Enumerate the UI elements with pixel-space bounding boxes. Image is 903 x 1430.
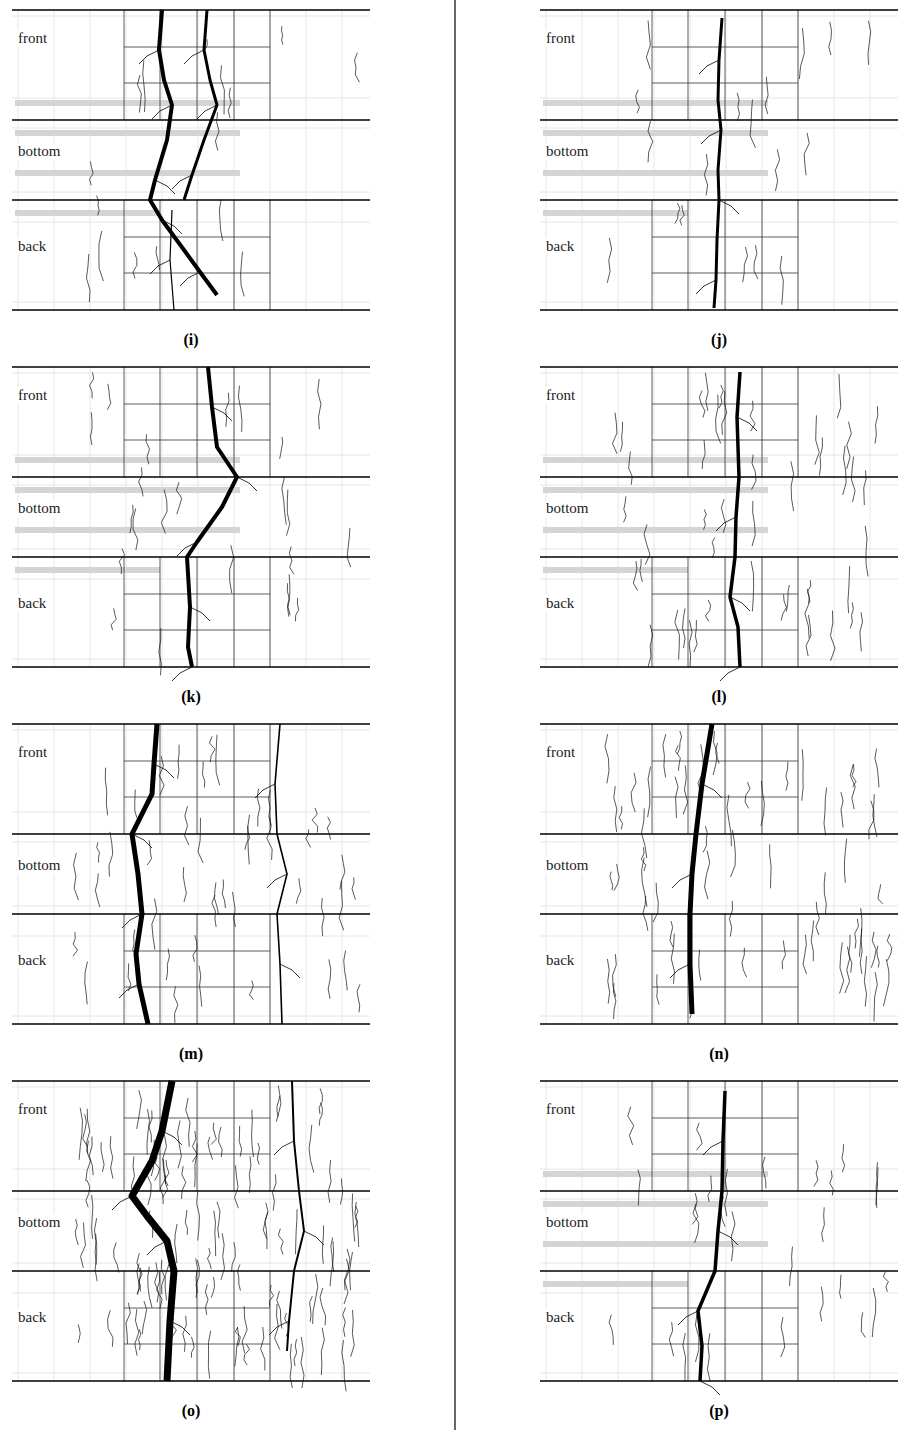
face-label: bottom (544, 143, 591, 160)
main-crack (690, 724, 712, 1014)
panel-caption: (i) (183, 331, 198, 349)
face-label: back (544, 238, 576, 255)
face-label: back (16, 238, 48, 255)
panel-caption: (o) (182, 1402, 201, 1420)
main-crack (132, 724, 157, 1024)
panel-caption: (k) (181, 688, 201, 706)
panel-caption: (j) (711, 331, 727, 349)
face-label: front (544, 30, 577, 47)
face-label: bottom (544, 1214, 591, 1231)
beam-panel (540, 10, 898, 310)
face-label: front (16, 1101, 49, 1118)
beam-panel (12, 724, 370, 1024)
face-label: bottom (544, 857, 591, 874)
face-label: back (544, 952, 576, 969)
main-crack (150, 10, 217, 295)
panel-caption: (n) (709, 1045, 729, 1063)
beam-panel (540, 1081, 898, 1395)
face-label: front (544, 744, 577, 761)
beam-panel (12, 367, 370, 681)
beam-panel (12, 10, 370, 310)
beam-panel (12, 1081, 370, 1391)
face-label: back (16, 952, 48, 969)
face-label: front (544, 387, 577, 404)
face-label: front (544, 1101, 577, 1118)
panel-caption: (l) (711, 688, 726, 706)
face-label: front (16, 30, 49, 47)
face-label: bottom (544, 500, 591, 517)
beam-panel (540, 367, 898, 681)
main-crack (187, 367, 237, 667)
face-label: bottom (16, 500, 63, 517)
face-label: bottom (16, 143, 63, 160)
main-crack (287, 1081, 304, 1351)
face-label: back (16, 1309, 48, 1326)
face-label: back (544, 1309, 576, 1326)
face-label: back (544, 595, 576, 612)
main-crack (184, 10, 217, 200)
face-label: front (16, 744, 49, 761)
beam-panel (540, 724, 898, 1024)
face-label: back (16, 595, 48, 612)
main-crack (132, 1081, 174, 1381)
main-crack (275, 724, 287, 1024)
main-crack (698, 1091, 725, 1381)
divider-line (454, 0, 455, 1430)
face-label: bottom (16, 857, 63, 874)
face-label: bottom (16, 1214, 63, 1231)
panel-caption: (p) (709, 1402, 729, 1420)
face-label: front (16, 387, 49, 404)
main-crack (170, 210, 174, 310)
panel-caption: (m) (179, 1045, 203, 1063)
